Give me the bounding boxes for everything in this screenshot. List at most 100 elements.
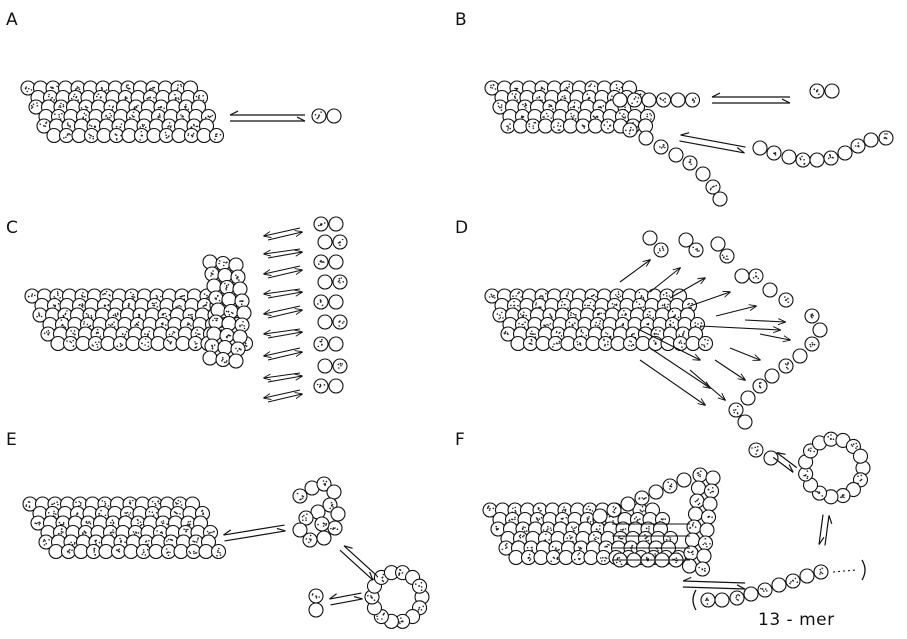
- tubulin-subunit: [164, 337, 178, 351]
- tubulin-subunit: [623, 123, 637, 137]
- tubulin-subunit: [705, 484, 719, 498]
- arrow-d: [690, 292, 730, 306]
- tubulin-subunit: [720, 249, 734, 263]
- tubulin-subunit: [522, 551, 536, 565]
- tubulin-subunit: [309, 603, 323, 617]
- arrow-c: [268, 310, 302, 318]
- arrow-d: [620, 260, 650, 282]
- tubulin-subunit: [824, 151, 838, 165]
- equilibrium-arrow-e2: [340, 546, 377, 580]
- dimer-c: [314, 255, 343, 269]
- dimer-c: [318, 235, 347, 249]
- tubulin-subunit: [689, 243, 703, 257]
- tubulin-subunit: [730, 591, 744, 605]
- tubulin-subunit: [765, 369, 779, 383]
- tubulin-subunit: [539, 119, 553, 133]
- tubulin-subunit: [135, 129, 149, 143]
- tubulin-subunit: [825, 84, 839, 98]
- tubulin-subunit: [758, 583, 772, 597]
- tubulin-subunit: [112, 545, 126, 559]
- arrow-c: [268, 270, 302, 278]
- tubulin-subunit: [692, 481, 706, 495]
- arrow-d: [745, 320, 785, 322]
- panel-label-b: B: [455, 10, 467, 30]
- tubulin-subunit: [576, 119, 590, 133]
- equilibrium-arrow-b2: [679, 133, 745, 153]
- tubulin-subunit: [511, 337, 525, 351]
- tubulin-subunit: [197, 129, 211, 143]
- equilibrium-arrow-e1: [224, 525, 286, 541]
- tubulin-subunit: [137, 545, 151, 559]
- tubulin-subunit: [413, 579, 427, 593]
- tubulin-subunit: [318, 275, 332, 289]
- tubulin-subunit: [782, 150, 796, 164]
- tubulin-subunit: [793, 349, 807, 363]
- tubulin-subunit: [693, 468, 707, 482]
- tubulin-subunit: [864, 133, 878, 147]
- ring-f: [799, 432, 870, 504]
- dimer-c: [318, 359, 347, 373]
- tubulin-subunit: [677, 473, 691, 487]
- dimer-c: [314, 295, 343, 309]
- arrow-c: [268, 394, 302, 402]
- tubulin-subunit: [124, 545, 138, 559]
- tubulin-subunit: [74, 545, 88, 559]
- tubulin-subunit: [559, 551, 573, 565]
- arrow-c: [264, 390, 300, 398]
- tubulin-subunit: [309, 589, 323, 603]
- arrow-d: [690, 370, 725, 400]
- tubulin-subunit: [72, 129, 86, 143]
- panel-label-c: C: [6, 218, 18, 238]
- tubulin-subunit: [199, 545, 213, 559]
- tubulin-subunit: [703, 497, 717, 511]
- tubulin-subunit: [586, 337, 600, 351]
- tubulin-subunit: [643, 231, 657, 245]
- tubulin-subunit: [315, 517, 329, 531]
- tubulin-subunit: [172, 129, 186, 143]
- tubulin-subunit: [779, 293, 793, 307]
- tubulin-subunit: [649, 485, 663, 499]
- tubulin-subunit: [549, 337, 563, 351]
- tubulin-subunit: [99, 545, 113, 559]
- arrow-d: [670, 278, 705, 298]
- tubulin-subunit: [657, 93, 671, 107]
- arrow-c: [264, 228, 300, 236]
- tubulin-subunit: [101, 337, 115, 351]
- tubulin-subunit: [621, 497, 635, 511]
- tubulin-subunit: [229, 354, 243, 368]
- tubulin-subunit: [601, 119, 615, 133]
- equilibrium-arrow-f3: [819, 515, 832, 546]
- arrow-c: [268, 352, 302, 360]
- tubulin-subunit: [639, 131, 653, 145]
- tubulin-subunit: [574, 337, 588, 351]
- arrow-d: [700, 326, 780, 330]
- tubulin-subunit: [551, 119, 565, 133]
- tubulin-subunit: [64, 337, 78, 351]
- tubulin-subunit: [216, 353, 230, 367]
- tubulin-subunit: [76, 337, 90, 351]
- tubulin-subunit: [536, 337, 550, 351]
- tubulin-subunit: [151, 337, 165, 351]
- dimer-e: [309, 589, 323, 617]
- tubulin-subunit: [97, 129, 111, 143]
- tubulin-subunit: [589, 119, 603, 133]
- tubulin-subunit: [697, 549, 711, 563]
- tubulin-subunit: [514, 119, 528, 133]
- tubulin-subunit: [210, 129, 224, 143]
- tubulin-subunit: [613, 93, 627, 107]
- tubulin-subunit: [686, 533, 700, 547]
- tubulin-subunit: [683, 156, 697, 170]
- panel-label-d: D: [455, 218, 468, 238]
- tubulin-subunit: [314, 337, 328, 351]
- arrow-c: [268, 232, 302, 240]
- tubulin-subunit: [635, 491, 649, 505]
- tubulin-subunit: [174, 545, 188, 559]
- tubulin-subunit: [331, 507, 345, 521]
- chain-d-bottom: [729, 309, 827, 429]
- tubulin-subunit: [699, 536, 713, 550]
- tubulin-subunit: [314, 217, 328, 231]
- tubulin-subunit: [642, 93, 656, 107]
- tubulin-subunit: [85, 129, 99, 143]
- tubulin-subunit: [329, 295, 343, 309]
- arrow-d: [715, 360, 745, 380]
